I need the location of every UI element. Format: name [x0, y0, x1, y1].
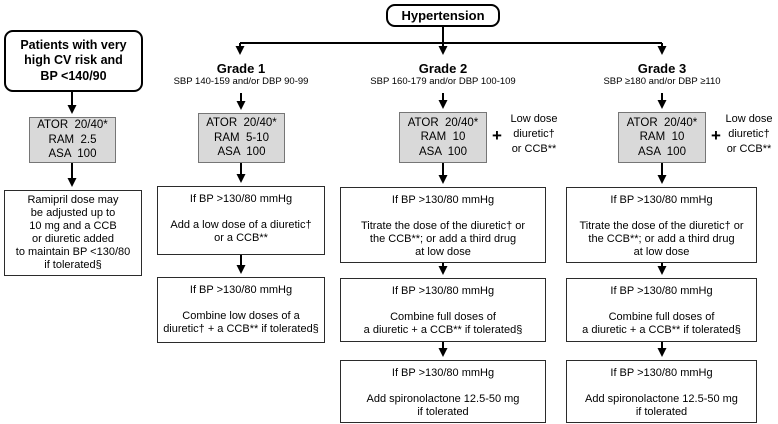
rx-line: ATOR 20/40*: [407, 116, 479, 129]
note-line: to maintain BP <130/80: [15, 246, 131, 258]
step-action-line: a diuretic + a CCB** if tolerated§: [582, 324, 741, 336]
addon-line: Low dose: [510, 113, 558, 125]
step-action-line: at low dose: [633, 246, 690, 258]
step-action-line: Add spironolactone 12.5-50 mg: [366, 393, 520, 405]
step-condition: If BP >130/80 mmHg: [610, 367, 713, 379]
step-action-line: or a CCB**: [214, 232, 268, 244]
addon-line: diuretic†: [728, 128, 770, 140]
grade1-title: Grade 1: [216, 61, 266, 76]
rx-line: ASA 100: [48, 148, 97, 161]
entry-line: Patients with very: [20, 37, 127, 52]
note-line: or diuretic added: [32, 233, 114, 245]
grade1-header: Grade 1 SBP 140-159 and/or DBP 90-99: [141, 61, 341, 88]
step-action-line: Titrate the dose of the diuretic† or: [360, 220, 526, 232]
note-line: if tolerated§: [44, 259, 102, 271]
hypertension-node: Hypertension: [386, 4, 500, 27]
rx-line: ASA 100: [638, 145, 686, 158]
grade2-step3-box: If BP >130/80 mmHg Add spironolactone 12…: [340, 360, 546, 423]
grade2-step2-box: If BP >130/80 mmHg Combine full doses of…: [340, 278, 546, 342]
rx-line: RAM 10: [420, 131, 466, 144]
grade2-header: Grade 2 SBP 160-179 and/or DBP 100-109: [343, 61, 543, 88]
grade1-step1-box: If BP >130/80 mmHg Add a low dose of a d…: [157, 186, 325, 255]
ramipril-adjustment-note: Ramipril dose may be adjusted up to 10 m…: [4, 190, 142, 276]
step-action-line: at low dose: [415, 246, 471, 258]
step-action-line: a diuretic + a CCB** if tolerated§: [363, 324, 523, 336]
rx-line: ATOR 20/40*: [206, 117, 277, 130]
grade2-title: Grade 2: [418, 61, 468, 76]
step-action-line: if tolerated: [635, 406, 688, 418]
step-action-line: if tolerated: [417, 406, 469, 418]
high-cv-risk-entry-node: Patients with very high CV risk and BP <…: [4, 30, 143, 92]
grade2-addon-note: Low dose diuretic† or CCB**: [504, 112, 564, 157]
grade3-step3-box: If BP >130/80 mmHg Add spironolactone 12…: [566, 360, 757, 423]
note-line: be adjusted up to: [30, 207, 116, 219]
step-action-line: Add a low dose of a diuretic†: [170, 219, 312, 231]
grade3-addon-note: Low dose diuretic† or CCB**: [721, 112, 777, 157]
step-action-line: the CCB**; or add a third drug: [369, 233, 517, 245]
step-action-line: Combine full doses of: [608, 311, 715, 323]
grade1-step2-box: If BP >130/80 mmHg Combine low doses of …: [157, 277, 325, 343]
grade1-rx-box: ATOR 20/40* RAM 5-10 ASA 100: [198, 113, 285, 163]
step-condition: If BP >130/80 mmHg: [189, 193, 293, 205]
rx-line: RAM 5-10: [214, 131, 269, 144]
left-rx-box: ATOR 20/40* RAM 2.5 ASA 100: [29, 117, 116, 163]
addon-line: or CCB**: [726, 143, 772, 155]
step-condition: If BP >130/80 mmHg: [391, 367, 495, 379]
addon-line: or CCB**: [511, 143, 557, 155]
rx-line: ATOR 20/40*: [626, 116, 698, 129]
note-line: Ramipril dose may: [27, 194, 119, 206]
grade2-step1-box: If BP >130/80 mmHg Titrate the dose of t…: [340, 187, 546, 263]
step-action-line: Combine full doses of: [390, 311, 496, 323]
step-condition: If BP >130/80 mmHg: [610, 194, 713, 206]
grade3-criteria: SBP ≥180 and/or DBP ≥110: [603, 76, 721, 87]
rx-line: ATOR 20/40*: [37, 119, 108, 132]
step-condition: If BP >130/80 mmHg: [610, 285, 713, 297]
grade2-criteria: SBP 160-179 and/or DBP 100-109: [370, 76, 516, 87]
step-action-line: Combine low doses of a: [182, 310, 300, 322]
rx-line: RAM 2.5: [48, 133, 97, 146]
grade3-title: Grade 3: [637, 61, 687, 76]
grade2-rx-box: ATOR 20/40* RAM 10 ASA 100: [399, 112, 487, 163]
plus-sign: +: [711, 126, 721, 145]
rx-line: ASA 100: [217, 146, 266, 159]
step-condition: If BP >130/80 mmHg: [189, 284, 293, 296]
note-line: 10 mg and a CCB: [29, 220, 117, 232]
rx-line: RAM 10: [639, 131, 685, 144]
entry-line: high CV risk and: [24, 53, 123, 68]
entry-line: BP <140/90: [40, 68, 107, 83]
grade3-step1-box: If BP >130/80 mmHg Titrate the dose of t…: [566, 187, 757, 263]
step-condition: If BP >130/80 mmHg: [391, 194, 495, 206]
step-action-line: Add spironolactone 12.5-50 mg: [585, 393, 738, 405]
step-condition: If BP >130/80 mmHg: [391, 285, 495, 297]
step-action-line: Titrate the dose of the diuretic† or: [579, 220, 744, 232]
grade3-header: Grade 3 SBP ≥180 and/or DBP ≥110: [562, 61, 762, 88]
plus-sign: +: [492, 126, 502, 145]
addon-line: Low dose: [725, 113, 773, 125]
grade3-rx-box: ATOR 20/40* RAM 10 ASA 100: [618, 112, 706, 163]
hypertension-label: Hypertension: [401, 8, 485, 23]
grade1-criteria: SBP 140-159 and/or DBP 90-99: [173, 76, 309, 87]
step-action-line: the CCB**; or add a third drug: [588, 233, 735, 245]
addon-line: diuretic†: [513, 128, 555, 140]
step-action-line: diuretic† + a CCB** if tolerated§: [163, 323, 319, 335]
rx-line: ASA 100: [419, 145, 467, 158]
grade3-step2-box: If BP >130/80 mmHg Combine full doses of…: [566, 278, 757, 342]
